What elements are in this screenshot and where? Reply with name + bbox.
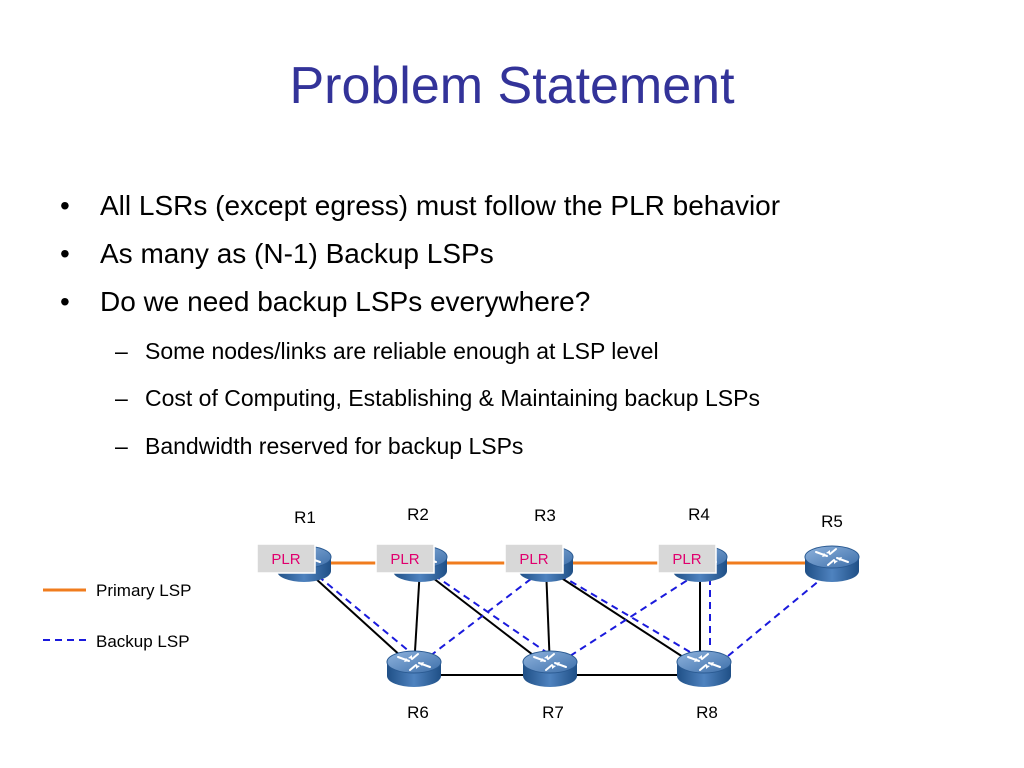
- node-label-r8: R8: [696, 703, 718, 722]
- router-icon: [676, 650, 732, 688]
- legend-backup-label: Backup LSP: [96, 632, 190, 651]
- node-label-r2: R2: [407, 505, 429, 524]
- backup-lsp-paths: [317, 571, 821, 657]
- backup-r3-r8: [559, 574, 691, 653]
- bullet-symbol: •: [60, 286, 70, 317]
- router-icon: [804, 545, 860, 583]
- node-label-r6: R6: [407, 703, 429, 722]
- node-label-r4: R4: [688, 505, 710, 524]
- plr-label: PLR: [672, 551, 701, 568]
- plr-badge: PLR: [256, 543, 316, 574]
- node-label-r5: R5: [821, 512, 843, 531]
- bullet-text: As many as (N-1) Backup LSPs: [100, 238, 494, 269]
- bullet-item: • As many as (N-1) Backup LSPs: [60, 238, 494, 269]
- sub-bullet-text: Cost of Computing, Establishing & Mainta…: [145, 385, 760, 411]
- plr-label: PLR: [271, 551, 300, 568]
- sub-bullet-item: – Cost of Computing, Establishing & Main…: [115, 385, 760, 411]
- bullet-symbol: •: [60, 238, 70, 269]
- bullet-list: • All LSRs (except egress) must follow t…: [60, 190, 781, 459]
- bullet-item: • All LSRs (except egress) must follow t…: [60, 190, 781, 221]
- plr-label: PLR: [519, 551, 548, 568]
- sub-bullet-symbol: –: [115, 433, 128, 459]
- link-r1-r6: [303, 567, 415, 669]
- bullet-symbol: •: [60, 190, 70, 221]
- backup-r7-r4: [569, 571, 701, 657]
- plr-label: PLR: [390, 551, 419, 568]
- plr-badge: PLR: [504, 543, 564, 574]
- bullet-item: • Do we need backup LSPs everywhere?: [60, 286, 591, 317]
- sub-bullet-text: Bandwidth reserved for backup LSPs: [145, 433, 524, 459]
- sub-bullet-text: Some nodes/links are reliable enough at …: [145, 338, 659, 364]
- router-icon: [522, 650, 578, 688]
- link-r2-r7: [419, 567, 551, 669]
- slide-title: Problem Statement: [289, 57, 735, 115]
- backup-r8-r5: [727, 579, 821, 657]
- node-label-r1: R1: [294, 508, 316, 527]
- sub-bullet-item: – Bandwidth reserved for backup LSPs: [115, 433, 524, 459]
- bullet-text: All LSRs (except egress) must follow the…: [100, 190, 781, 221]
- sub-bullet-symbol: –: [115, 385, 128, 411]
- node-label-r7: R7: [542, 703, 564, 722]
- plr-badge: PLR: [375, 543, 435, 574]
- bullet-text: Do we need backup LSPs everywhere?: [100, 286, 591, 317]
- plr-badge: PLR: [657, 543, 717, 574]
- router-icon: [386, 650, 442, 688]
- sub-bullet-item: – Some nodes/links are reliable enough a…: [115, 338, 659, 364]
- legend: Primary LSP Backup LSP: [43, 581, 191, 651]
- backup-r1-r6: [317, 575, 411, 653]
- sub-bullet-symbol: –: [115, 338, 128, 364]
- legend-primary-label: Primary LSP: [96, 581, 191, 600]
- node-label-r3: R3: [534, 506, 556, 525]
- physical-links: [303, 567, 701, 676]
- link-r3-r8: [545, 567, 701, 669]
- backup-r2-r7: [433, 574, 547, 653]
